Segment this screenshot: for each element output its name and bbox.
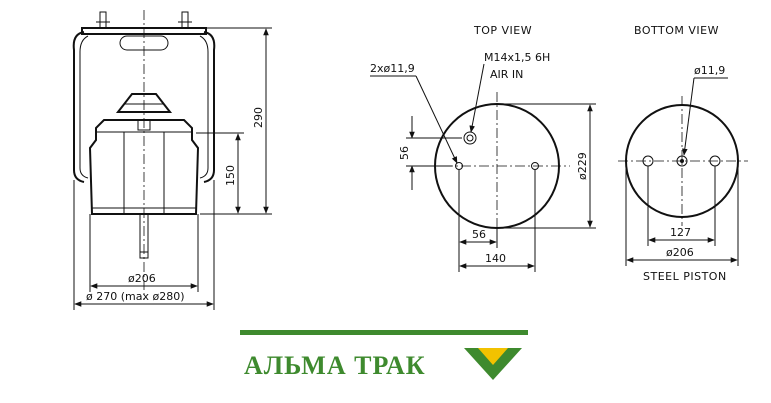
air-in-label: AIR IN bbox=[490, 68, 523, 81]
top-hole-left bbox=[455, 162, 463, 170]
bumper bbox=[115, 93, 173, 113]
top-dim-width: 140 bbox=[485, 252, 506, 265]
top-dim-dia: ø229 bbox=[576, 152, 589, 180]
top-hole-callout: 2xø11,9 bbox=[370, 62, 415, 75]
dim-piston-dia: ø206 bbox=[128, 272, 156, 285]
thread-callout: M14x1,5 6H bbox=[484, 51, 550, 64]
top-plate bbox=[81, 27, 207, 35]
bottom-view-title: BOTTOM VIEW bbox=[634, 24, 719, 37]
top-plate-slot bbox=[119, 35, 169, 51]
top-view-title: TOP VIEW bbox=[473, 24, 532, 37]
top-stud-right bbox=[181, 11, 189, 29]
bellow-right bbox=[203, 31, 216, 183]
material-label: STEEL PISTON bbox=[643, 270, 727, 283]
dim-bellow-dia: ø 270 (max ø280) bbox=[86, 290, 185, 303]
top-hole-right bbox=[531, 162, 539, 170]
bottom-dim-dia: ø206 bbox=[666, 246, 694, 259]
bottom-stud bbox=[139, 213, 149, 259]
brand-bar bbox=[240, 330, 528, 335]
top-dim-offset: 56 bbox=[398, 146, 411, 160]
bottom-view: BOTTOM VIEW ø11,9 127 ø206 STEEL PISTON bbox=[618, 24, 748, 283]
brand-block: АЛЬМА ТРАК bbox=[240, 330, 528, 380]
dim-height-piston: 150 bbox=[224, 165, 237, 186]
dim-height-total: 290 bbox=[252, 107, 265, 128]
air-inlet bbox=[463, 131, 477, 145]
bottom-dim-spacing: 127 bbox=[670, 226, 691, 239]
brand-name: АЛЬМА ТРАК bbox=[244, 351, 426, 380]
top-dim-spacing: 56 bbox=[472, 228, 486, 241]
side-view: 290 150 ø206 ø 270 (max ø280) bbox=[72, 10, 272, 310]
piston bbox=[88, 119, 200, 215]
top-stud-left bbox=[99, 11, 107, 29]
bellow-left bbox=[72, 31, 85, 183]
top-view: TOP VIEW 2xø11,9 M14x1,5 6H AIR IN 56 56 bbox=[370, 24, 596, 272]
bottom-hole-center bbox=[676, 155, 688, 167]
bottom-hole-callout: ø11,9 bbox=[694, 64, 725, 77]
